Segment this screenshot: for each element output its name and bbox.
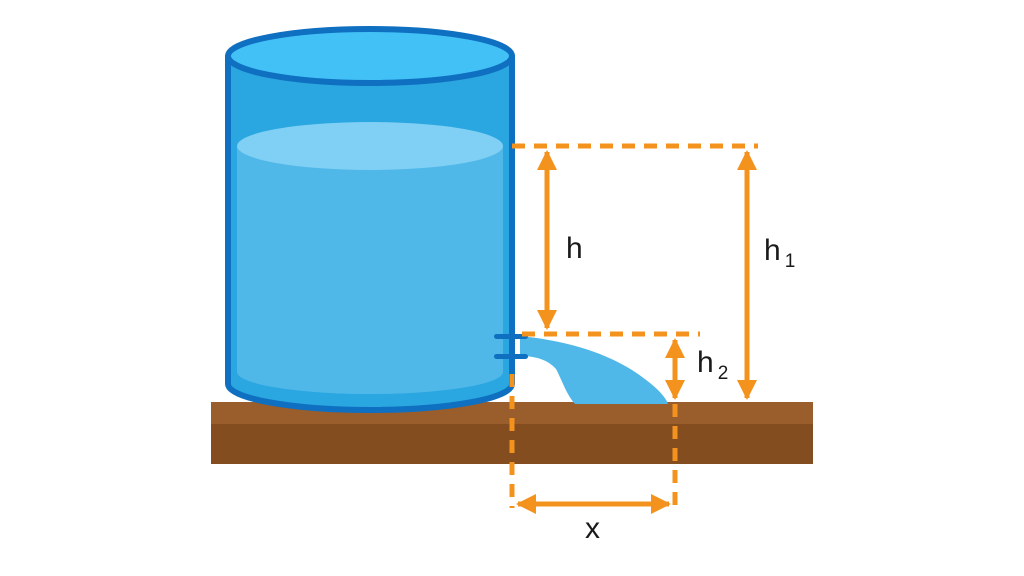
water-surface xyxy=(237,122,503,170)
label-h: h xyxy=(566,232,583,265)
label-h2-base: h xyxy=(697,346,714,379)
label-h1-sub: 1 xyxy=(785,251,796,272)
dashed-guides xyxy=(509,143,758,508)
label-h2-sub: 2 xyxy=(718,363,729,384)
label-h2: h 2 xyxy=(697,346,728,384)
label-x: x xyxy=(585,512,600,545)
ground xyxy=(211,402,813,464)
spout xyxy=(494,334,528,359)
tank-water xyxy=(237,146,503,394)
tank-top xyxy=(225,26,515,86)
dimension-arrows xyxy=(516,150,757,514)
label-h1: h 1 xyxy=(764,234,795,272)
water-jet xyxy=(520,336,668,404)
water-tank xyxy=(225,26,515,413)
label-h1-base: h xyxy=(764,234,781,267)
